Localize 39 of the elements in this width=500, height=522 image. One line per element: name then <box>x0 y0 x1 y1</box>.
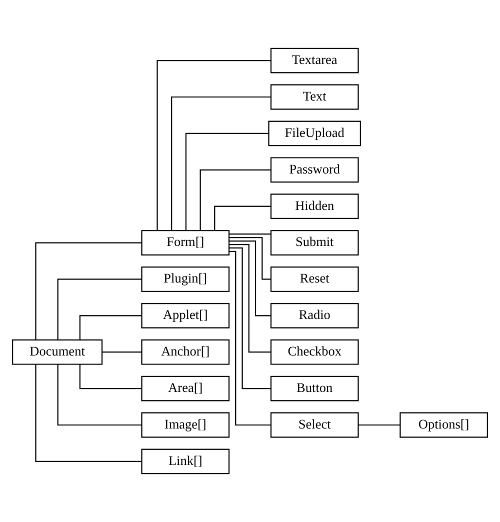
connector <box>200 169 271 230</box>
node-box: Plugin[] <box>141 266 230 292</box>
connector <box>229 240 271 316</box>
connector <box>156 60 271 231</box>
node-box: Link[] <box>141 448 230 474</box>
connector <box>229 250 271 426</box>
connector <box>229 247 271 390</box>
node-box: Text <box>270 84 359 110</box>
node-box: Button <box>270 376 359 402</box>
node-box: Applet[] <box>141 302 230 328</box>
node-box: Image[] <box>141 412 230 438</box>
node-box: Password <box>270 157 359 183</box>
node-box: Radio <box>270 302 359 328</box>
connector <box>35 242 142 340</box>
node-box: Document <box>12 339 103 365</box>
node-box: Hidden <box>270 194 359 220</box>
connector <box>185 132 269 230</box>
connector <box>229 234 271 235</box>
node-box: Reset <box>270 266 359 292</box>
connector <box>229 244 271 353</box>
connector <box>214 206 271 230</box>
node-box: Anchor[] <box>141 339 230 365</box>
node-box: Area[] <box>141 376 230 402</box>
node-box: Submit <box>270 230 359 256</box>
connector <box>35 364 142 462</box>
node-box: Select <box>270 412 359 438</box>
connector <box>57 364 142 426</box>
connector <box>79 315 142 340</box>
connector <box>102 352 142 353</box>
node-box: FileUpload <box>268 120 361 146</box>
node-box: Checkbox <box>270 339 359 365</box>
connector <box>171 96 271 230</box>
connector <box>358 424 400 426</box>
connector <box>79 364 142 390</box>
node-box: Form[] <box>141 230 230 256</box>
connector <box>57 278 142 340</box>
node-box: Options[] <box>400 412 488 438</box>
connector <box>229 237 271 280</box>
node-box: Textarea <box>270 48 359 74</box>
